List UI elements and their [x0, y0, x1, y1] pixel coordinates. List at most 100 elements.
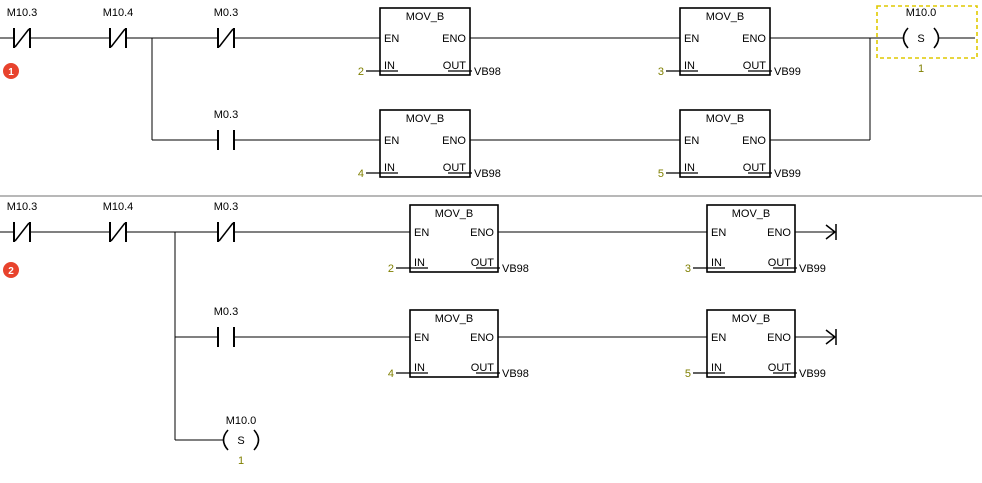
coil-paren-left-icon — [222, 429, 229, 451]
badge-circle-icon — [3, 262, 19, 278]
movb-box-2[interactable]: MOV_B EN ENO IN OUT 3 VB99 — [685, 204, 826, 275]
pin-en: EN — [684, 33, 699, 45]
coil-operand: M10.0 — [226, 415, 257, 427]
coil-paren-right-icon — [933, 27, 940, 49]
contact-m10-4[interactable]: M10.4 — [103, 201, 134, 242]
network-2: M10.3 M10.4 M0.3 MOV_B EN ENO IN OUT — [0, 201, 837, 467]
nc-slash-icon — [110, 28, 126, 48]
in-value: 2 — [388, 263, 394, 275]
badge-number: 2 — [8, 266, 14, 277]
pin-out: OUT — [443, 162, 467, 174]
pin-en: EN — [414, 227, 429, 239]
movb-box-1[interactable]: MOV_B EN ENO IN OUT 2 VB98 — [358, 7, 501, 78]
pin-en: EN — [711, 332, 726, 344]
contact-label: M10.4 — [103, 201, 134, 213]
contact-label: M0.3 — [214, 306, 238, 318]
pin-in: IN — [414, 257, 425, 269]
box-outline — [409, 309, 499, 378]
contact-label: M0.3 — [214, 109, 238, 121]
pin-eno: ENO — [742, 135, 766, 147]
network-1-wires — [0, 37, 975, 141]
contact-label: M0.3 — [214, 7, 238, 19]
out-operand: VB98 — [502, 263, 529, 275]
out-operand: VB98 — [474, 168, 501, 180]
in-value: 5 — [658, 168, 664, 180]
coil-paren-left-icon — [902, 27, 909, 49]
pin-in: IN — [711, 362, 722, 374]
pin-in: IN — [684, 162, 695, 174]
pin-out: OUT — [743, 162, 767, 174]
coil-instruction: S — [237, 435, 244, 447]
in-value: 3 — [658, 66, 664, 78]
badge-number: 1 — [8, 67, 14, 78]
in-value: 4 — [358, 168, 364, 180]
box-outline — [706, 204, 796, 273]
movb-box-4[interactable]: MOV_B EN ENO IN OUT 5 VB99 — [685, 309, 826, 380]
pin-out: OUT — [768, 257, 792, 269]
box-title: MOV_B — [435, 208, 474, 220]
box-title: MOV_B — [706, 113, 745, 125]
set-coil-m10-0[interactable]: M10.0 S 1 — [222, 415, 260, 467]
box-title: MOV_B — [732, 313, 771, 325]
contact-m0-3-nc[interactable]: M0.3 — [214, 7, 238, 48]
contact-label: M0.3 — [214, 201, 238, 213]
coil-instruction: S — [917, 33, 924, 45]
wire-arrow-icon — [825, 224, 837, 240]
nc-slash-icon — [14, 222, 30, 242]
wire-arrow-icon — [825, 329, 837, 345]
nc-slash-icon — [218, 222, 234, 242]
pin-out: OUT — [471, 257, 495, 269]
pin-in: IN — [384, 162, 395, 174]
movb-box-3[interactable]: MOV_B EN ENO IN OUT 4 VB98 — [358, 109, 501, 180]
in-value: 5 — [685, 368, 691, 380]
pin-eno: ENO — [442, 33, 466, 45]
contact-m0-3-no[interactable]: M0.3 — [214, 306, 238, 347]
coil-operand: M10.0 — [906, 7, 937, 19]
box-outline — [679, 109, 771, 178]
pin-out: OUT — [471, 362, 495, 374]
box-title: MOV_B — [406, 11, 445, 23]
movb-box-4[interactable]: MOV_B EN ENO IN OUT 5 VB99 — [658, 109, 801, 180]
contact-label: M10.4 — [103, 7, 134, 19]
pin-eno: ENO — [767, 227, 791, 239]
pin-in: IN — [414, 362, 425, 374]
out-operand: VB98 — [474, 66, 501, 78]
set-coil-m10-0[interactable]: M10.0 S 1 — [876, 5, 978, 75]
contact-m10-4[interactable]: M10.4 — [103, 7, 134, 48]
box-outline — [379, 109, 471, 178]
pin-in: IN — [684, 60, 695, 72]
badge-circle-icon — [3, 63, 19, 79]
box-title: MOV_B — [406, 113, 445, 125]
box-title: MOV_B — [732, 208, 771, 220]
selection-cursor — [876, 5, 978, 59]
in-value: 2 — [358, 66, 364, 78]
pin-out: OUT — [743, 60, 767, 72]
box-title: MOV_B — [706, 11, 745, 23]
coil-value: 1 — [918, 63, 924, 75]
network-2-wires — [0, 231, 834, 441]
pin-en: EN — [711, 227, 726, 239]
pin-eno: ENO — [742, 33, 766, 45]
pin-en: EN — [414, 332, 429, 344]
box-outline — [679, 7, 771, 76]
box-outline — [379, 7, 471, 76]
movb-box-3[interactable]: MOV_B EN ENO IN OUT 4 VB98 — [388, 309, 529, 380]
coil-paren-right-icon — [253, 429, 260, 451]
box-title: MOV_B — [435, 313, 474, 325]
in-value: 4 — [388, 368, 394, 380]
contact-m0-3-no[interactable]: M0.3 — [214, 109, 238, 150]
movb-box-2[interactable]: MOV_B EN ENO IN OUT 3 VB99 — [658, 7, 801, 78]
pin-eno: ENO — [767, 332, 791, 344]
nc-slash-icon — [218, 28, 234, 48]
contact-m10-3[interactable]: M10.3 — [7, 201, 38, 242]
box-outline — [409, 204, 499, 273]
movb-box-1[interactable]: MOV_B EN ENO IN OUT 2 VB98 — [388, 204, 529, 275]
contact-m10-3[interactable]: M10.3 — [7, 7, 38, 48]
pin-out: OUT — [443, 60, 467, 72]
out-operand: VB99 — [799, 368, 826, 380]
in-value: 3 — [685, 263, 691, 275]
pin-en: EN — [684, 135, 699, 147]
coil-value: 1 — [238, 455, 244, 467]
contact-m0-3-nc[interactable]: M0.3 — [214, 201, 238, 242]
